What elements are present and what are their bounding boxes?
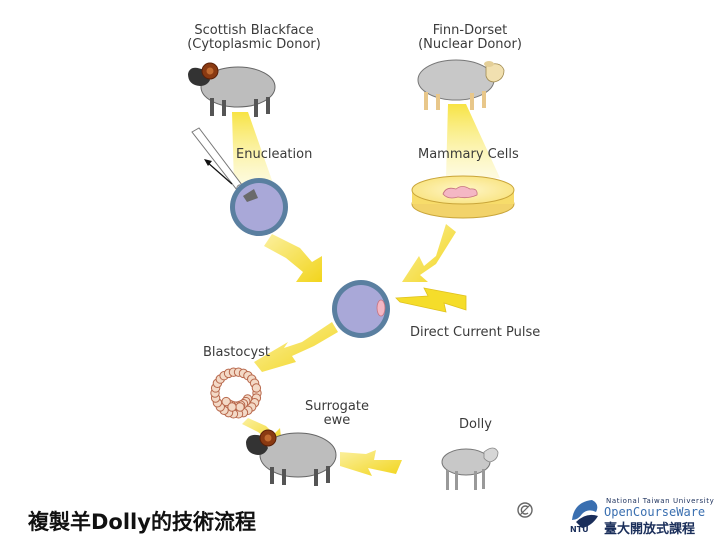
arrow-fused-to-blastocyst [254,322,338,372]
petri-dish-mammary-cells [411,175,515,219]
label-direct-current-pulse: Direct Current Pulse [410,325,540,340]
logo-brand: OpenCourseWare [604,505,706,519]
enucleated-egg-cell [230,178,288,236]
logo-name-zh: 臺大開放式課程 [604,522,696,537]
fused-cell [332,280,390,338]
dolly-sheep [441,447,499,490]
logo-ntu-abbrev: NTU [570,525,589,534]
label-nuclear-donor: (Nuclear Donor) [418,37,522,52]
cc-license-icon [517,502,533,518]
label-enucleation: Enucleation [236,147,312,162]
blastocyst-cell [235,402,245,412]
caption-dolly-cloning-process: 複製羊Dolly的技術流程 [28,510,256,534]
label-surrogate: Surrogate [305,399,369,414]
label-ewe: ewe [324,413,351,428]
beam-cyto-donor [232,112,274,186]
blastocyst [210,367,262,419]
arrow-egg-to-fused [264,234,322,282]
label-mammary-cells: Mammary Cells [418,147,519,162]
blastocyst-cell [227,402,237,412]
ntu-ocw-logo-icon [572,500,598,528]
electric-pulse-bolt [395,287,467,313]
surrogate-ewe-sheep [246,429,337,486]
finn-dorset-sheep [417,59,505,110]
label-cytoplasmic-donor: (Cytoplasmic Donor) [187,37,321,52]
logo-university-en: National Taiwan University [606,497,715,505]
beam-nuc-donor [446,104,500,178]
label-dolly: Dolly [459,417,492,432]
label-finn-dorset: Finn-Dorset [433,23,508,38]
label-scottish-blackface: Scottish Blackface [194,23,313,38]
blastocyst-cell [251,383,262,393]
arrow-surrogate-to-dolly [340,450,402,476]
label-blastocyst: Blastocyst [203,345,270,360]
arrow-cells-to-fused [402,224,456,282]
scottish-blackface-sheep [188,62,276,117]
